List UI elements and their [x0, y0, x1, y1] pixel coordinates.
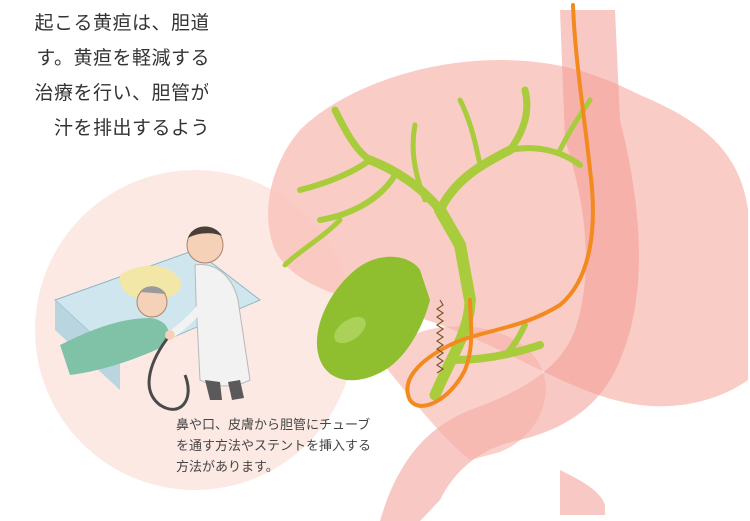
doctor-patient-endoscopy-scene: [54, 226, 261, 411]
duodenum-shape: [380, 10, 639, 521]
caption-line-1: 鼻や口、皮膚から胆管にチューブ: [176, 418, 371, 433]
gallbladder: [316, 256, 430, 381]
intro-line-4: 汁を排出するよう: [53, 117, 208, 139]
gallbladder-highlight: [334, 316, 366, 344]
duodenum-tail: [560, 470, 605, 515]
drainage-tube: [405, 3, 595, 408]
intro-line-1: 起こる黄疸は、胆道: [34, 12, 208, 34]
bile-duct-tree: [282, 86, 593, 401]
caption-line-2: を通す方法やステントを挿入する: [176, 439, 372, 454]
intro-text-clip: 起こる黄疸は、胆道 す。黄疸を軽減する 治療を行い、胆管が 汁を排出するよう: [0, 0, 208, 200]
illustration-caption: 鼻や口、皮膚から胆管にチューブ を通す方法やステントを挿入する 方法があります。: [176, 415, 372, 478]
stent-zigzag: [435, 299, 445, 374]
intro-paragraph: 起こる黄疸は、胆道 す。黄疸を軽減する 治療を行い、胆管が 汁を排出するよう: [0, 6, 208, 146]
caption-line-3: 方法があります。: [176, 460, 279, 475]
intro-line-3: 治療を行い、胆管が: [34, 82, 208, 104]
intro-line-2: す。黄疸を軽減する: [36, 47, 208, 69]
stomach-lower: [380, 326, 546, 460]
